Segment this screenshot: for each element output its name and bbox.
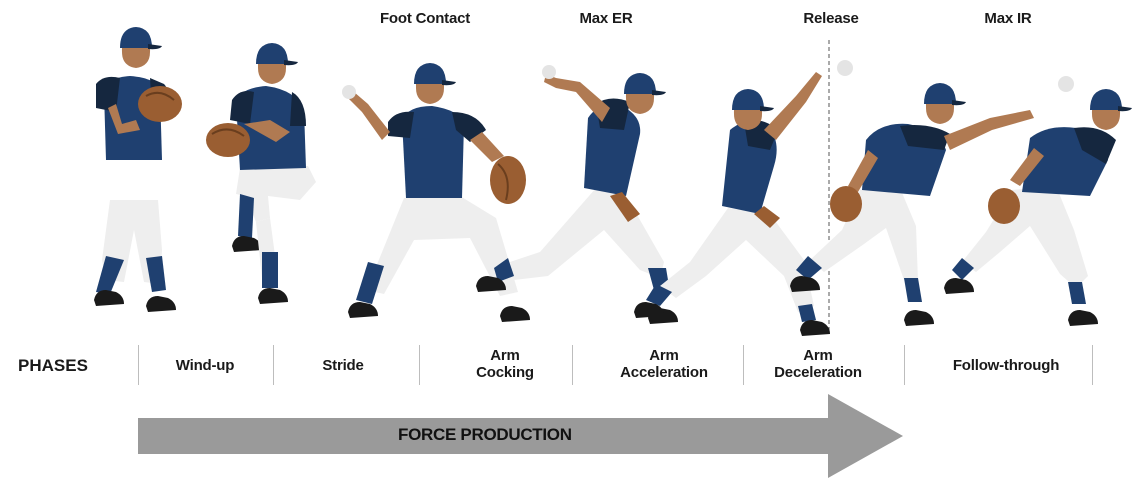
- phase-arm-cocking-line1: Arm: [490, 347, 520, 364]
- phase-divider: [572, 345, 573, 385]
- phase-stride: Stride: [322, 357, 364, 374]
- pitcher-figure-max-ir: [790, 76, 1074, 326]
- phase-arm-acceleration-line1: Arm: [649, 347, 679, 364]
- event-label-release: Release: [803, 10, 859, 27]
- pitcher-figure-windup: [94, 27, 182, 312]
- phase-divider: [419, 345, 420, 385]
- force-production-arrow: [138, 394, 903, 478]
- force-production-label: FORCE PRODUCTION: [398, 425, 572, 444]
- phase-divider: [1092, 345, 1093, 385]
- event-label-max-er: Max ER: [579, 10, 633, 27]
- phase-arm-deceleration-line2: Deceleration: [774, 364, 862, 381]
- phase-divider: [138, 345, 139, 385]
- phase-arm-cocking-line2: Cocking: [476, 364, 534, 381]
- phases-heading: PHASES: [18, 356, 88, 375]
- phase-windup: Wind-up: [175, 357, 235, 374]
- phase-arm-cocking: Arm Cocking: [476, 347, 534, 381]
- phase-follow-through: Follow-through: [952, 357, 1060, 374]
- phase-divider: [273, 345, 274, 385]
- pitcher-figure-release: [634, 60, 853, 336]
- pitcher-figure-max-er: [476, 65, 678, 324]
- event-label-foot-contact: Foot Contact: [379, 10, 471, 27]
- phase-windup-label: Wind-up: [175, 357, 235, 374]
- pitcher-figure-foot-contact: [342, 63, 530, 322]
- phase-arm-acceleration: Arm Acceleration: [620, 347, 708, 381]
- phase-divider: [743, 345, 744, 385]
- phase-divider: [904, 345, 905, 385]
- phase-arm-deceleration: Arm Deceleration: [774, 347, 862, 381]
- pitcher-figure-leg-lift: [206, 43, 316, 304]
- phase-stride-label: Stride: [322, 357, 364, 374]
- phase-arm-acceleration-line2: Acceleration: [620, 364, 708, 381]
- event-label-max-ir: Max IR: [984, 10, 1032, 27]
- phase-follow-through-label: Follow-through: [952, 357, 1060, 374]
- pitcher-figure-follow-through: [944, 89, 1132, 326]
- phase-arm-deceleration-line1: Arm: [803, 347, 833, 364]
